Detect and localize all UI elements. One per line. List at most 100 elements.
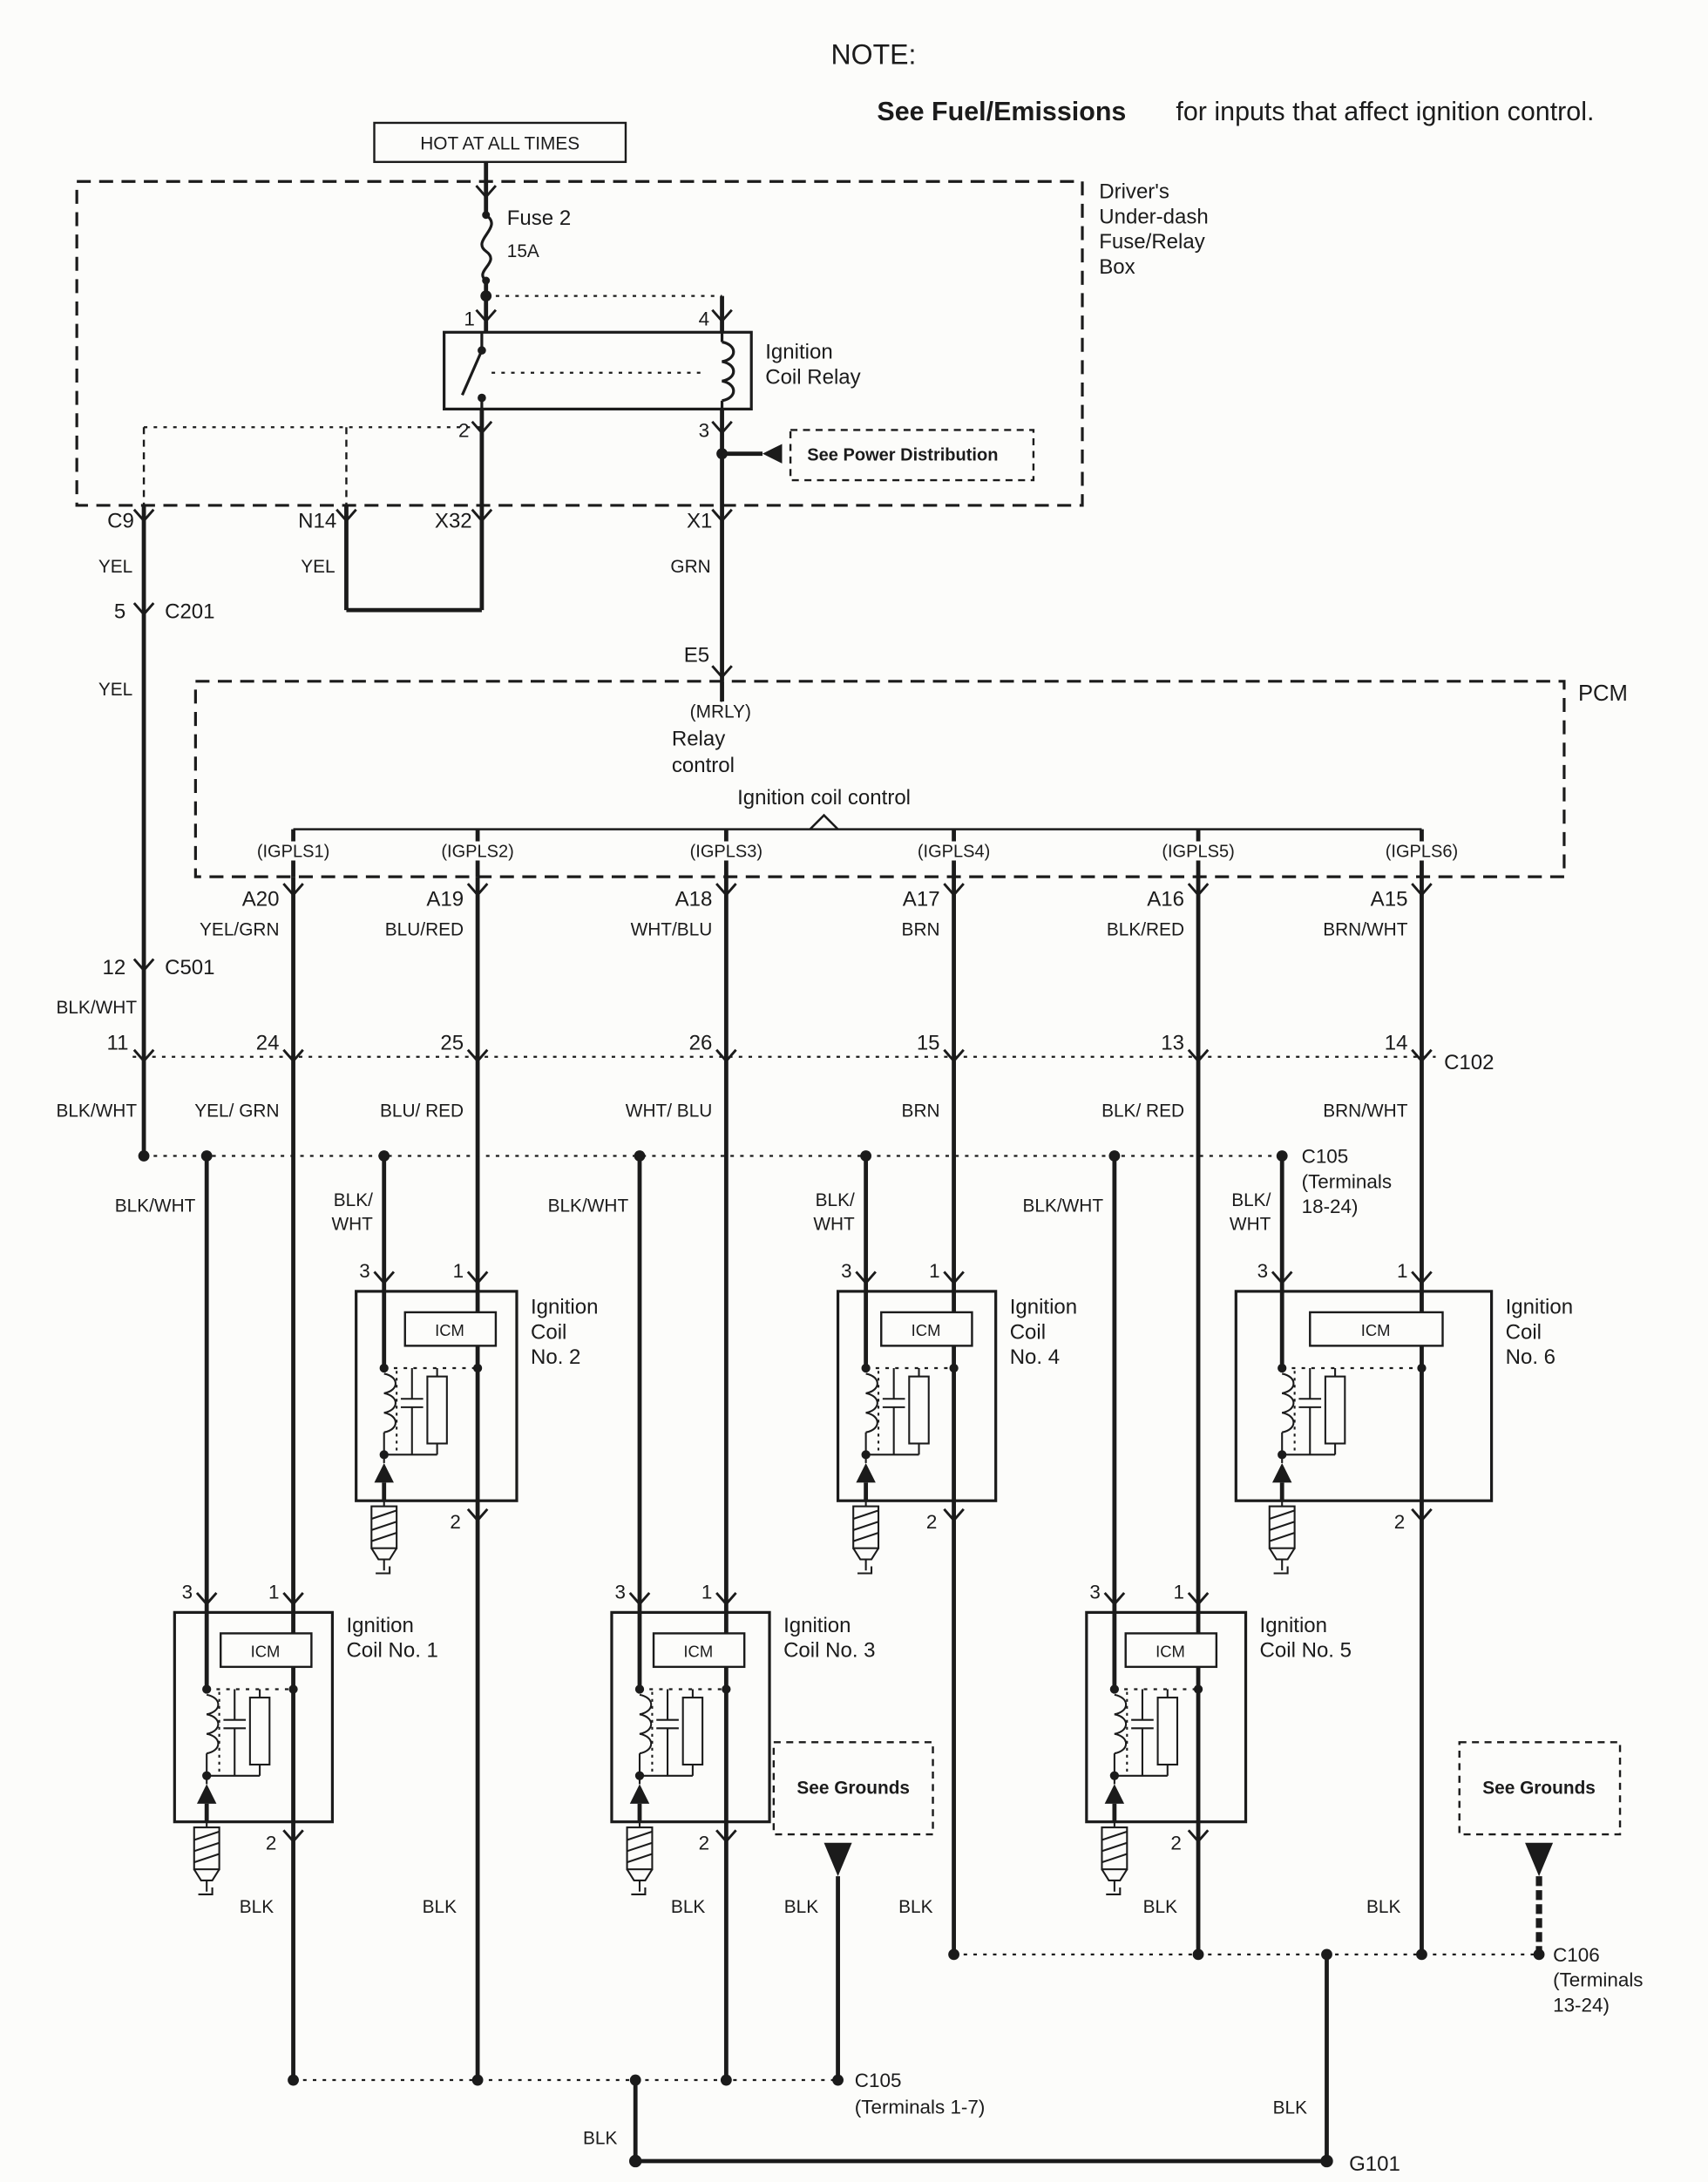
wire-color-2: BLU/RED [385,919,464,939]
coil3-title-2: Coil No. 3 [783,1639,875,1663]
spark-plug-3 [626,1820,654,1896]
see-grounds-b-label: See Grounds [1482,1779,1596,1799]
mrly-label: (MRLY) [690,701,751,722]
c102-color-1: YEL/ GRN [194,1101,279,1121]
coil4-title-1: Ignition [1010,1296,1077,1319]
igpls4-label: (IGPLS4) [918,843,990,862]
coil4-pin3-label: 3 [841,1260,851,1282]
igpls3-label: (IGPLS3) [690,843,762,862]
fuse-relay-box: Driver's Under-dash Fuse/Relay Box Fuse … [75,180,1209,507]
coil2-internals [375,1364,447,1501]
fuse-box-title-4: Box [1099,255,1135,279]
pcm-output-pins: A20 A19 A18 A17 A16 A15 YEL/GRN BLU/RED … [200,882,1434,939]
coil5-pin2-label: 2 [1170,1833,1181,1854]
coil3-outline [610,1610,771,1824]
c201-name-label: C201 [165,600,214,624]
spark-plug-6 [1268,1500,1296,1575]
c102-color-left: BLK/WHT [56,1101,137,1121]
ignition-coil-relay: Ignition Coil Relay [443,330,861,411]
wire-color-blkwht: BLK/WHT [56,998,137,1018]
page-reference-arrow [762,444,783,464]
coil6-internals [1272,1364,1345,1501]
coil6-title-1: Ignition [1506,1296,1573,1319]
wire-color-x1: GRN [670,557,710,577]
c102-pin-11-label: 11 [106,1032,128,1055]
fuse-2-symbol: Fuse 2 15A [480,207,571,285]
coil4-icm-box [880,1311,973,1347]
ignition-coil-5: 3 1 ICM Ignition Coil No. 5 2 [1085,1581,1352,1896]
coil5-pin3-label: 3 [1089,1581,1100,1603]
coil1-internals [197,1684,269,1821]
branch-label-2b: WHT [331,1214,373,1234]
ignition-coil-1: 3 1 ICM Ignition Coil No. 1 2 [173,1581,438,1896]
coil3-icm-label: ICM [683,1643,713,1661]
relay-outline [443,330,753,411]
blk-label-3: BLK [671,1897,705,1917]
coil5-outline [1085,1610,1248,1824]
note-text: for inputs that affect ignition control. [1176,97,1594,126]
coil2-pin1-label: 1 [453,1260,464,1282]
coil3-pin3-label: 3 [614,1581,625,1603]
coil6-title-3: No. 6 [1506,1345,1556,1369]
ignition-coil-6: 3 1 ICM Ignition Coil No. 6 2 [1234,1260,1573,1575]
fuse-box-terminals: C9 N14 X32 X1 YEL YEL GRN [98,508,734,577]
pcm-pin-e5-label: E5 [684,643,709,667]
coil2-pin2-label: 2 [450,1511,460,1533]
coil2-icm-box [403,1311,498,1347]
see-grounds-a-box [772,1741,934,1836]
terminal-n14-label: N14 [298,510,336,533]
relay-control-label-2: control [672,754,735,777]
blk-label-1: BLK [240,1897,274,1917]
wire-color-4: BRN [902,919,940,939]
pcm-outline [193,680,1566,878]
relay-title-1: Ignition [765,341,832,364]
coil1-pin1-label: 1 [268,1581,279,1603]
terminal-x32-label: X32 [435,510,472,533]
branch-color-labels: BLK/WHT BLK/ WHT BLK/WHT BLK/ WHT BLK/WH… [115,1190,1271,1234]
c102-pin-26-label: 26 [689,1032,713,1055]
spark-plug-5 [1101,1820,1128,1896]
relay-coil-symbol [722,340,735,403]
c102-color-4: BRN [902,1101,940,1121]
coil1-title-2: Coil No. 1 [346,1639,437,1663]
coil1-outline [173,1610,335,1824]
relay-pin-1-label: 1 [464,308,474,329]
relay-title-2: Coil Relay [765,366,860,390]
coil4-outline [836,1290,998,1502]
connector-c501: 12 C501 BLK/WHT [56,956,214,1018]
coil3-internals [630,1684,702,1821]
hot-label: HOT AT ALL TIMES [420,133,580,153]
coil1-icm-label: ICM [251,1643,281,1661]
wire-color-5: BLK/RED [1107,919,1184,939]
coil3-title-1: Ignition [783,1614,851,1637]
coil4-icm-label: ICM [912,1321,941,1339]
branch-label-6a: BLK/ [1231,1190,1271,1210]
coil2-outline [355,1290,518,1502]
c102-color-3: WHT/ BLU [626,1101,713,1121]
wire-color-yel-2: YEL [98,680,132,700]
coil5-icm-box [1124,1632,1218,1669]
wire-color-c9: YEL [98,557,132,577]
c501-name-label: C501 [165,956,214,979]
relay-pin-3-label: 3 [699,419,709,441]
coil6-title-2: Coil [1506,1320,1542,1344]
pin-a18-label: A18 [675,888,713,911]
coil6-pin3-label: 3 [1257,1260,1268,1282]
see-grounds-a: See Grounds [772,1741,934,2081]
spark-plug-1 [193,1820,220,1896]
wire-color-n14: YEL [301,557,335,577]
ignition-coil-2: 3 1 ICM Ignition Coil No. 2 2 [355,1260,598,1575]
coil3-icm-box [652,1632,746,1669]
pin-a17-label: A17 [903,888,940,911]
c106-terminals-2: 13-24) [1553,1995,1610,2016]
blk-label-6: BLK [1143,1897,1177,1917]
pcm-name-label: PCM [1578,681,1628,706]
connector-c105-upper: C105 (Terminals 18-24) [138,1146,1392,1217]
fuse-rating-label: 15A [507,241,539,261]
pin-a16-label: A16 [1147,888,1184,911]
coil6-pin1-label: 1 [1397,1260,1407,1282]
c102-color-6: BRN/WHT [1323,1101,1407,1121]
ignition-coil-4: 3 1 ICM Ignition Coil No. 4 2 [836,1260,1077,1575]
blk-label-7: BLK [1366,1897,1400,1917]
